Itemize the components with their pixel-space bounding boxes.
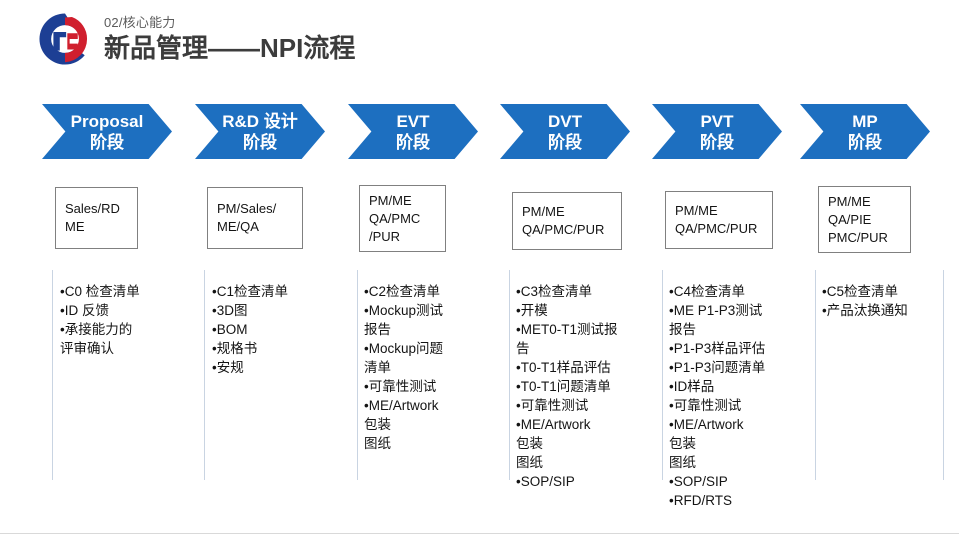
role-box-text: PM/Sales/ ME/QA <box>217 201 277 234</box>
role-box-evt: PM/ME QA/PMC /PUR <box>359 185 446 252</box>
rc-circular-logo-icon <box>36 10 94 68</box>
stage-chevron-proposal[interactable]: Proposal 阶段 <box>42 104 172 159</box>
role-box-rd: PM/Sales/ ME/QA <box>207 187 303 249</box>
chevron-label-line2: 阶段 <box>700 132 734 152</box>
deliverables-proposal: •C0 检查清单 •ID 反馈 •承接能力的 评审确认 <box>60 284 140 356</box>
chevron-label-line2: 阶段 <box>90 132 124 152</box>
role-box-proposal: Sales/RD ME <box>55 187 138 249</box>
column-divider <box>662 270 663 480</box>
stage-chevron-pvt[interactable]: PVT 阶段 <box>652 104 782 159</box>
chevron-label-line1: R&D 设计 <box>222 111 298 131</box>
chevron-label-line1: EVT <box>396 111 430 131</box>
column-divider <box>815 270 816 480</box>
column-divider <box>52 270 53 480</box>
chevron-label-line1: Proposal <box>70 111 144 131</box>
column-divider <box>204 270 205 480</box>
role-box-mp: PM/ME QA/PIE PMC/PUR <box>818 186 911 253</box>
chevron-label-line1: MP <box>852 111 878 131</box>
role-box-text: PM/ME QA/PMC/PUR <box>522 204 605 237</box>
column-divider <box>357 270 358 480</box>
role-box-text: PM/ME QA/PIE PMC/PUR <box>828 193 888 245</box>
footer-divider <box>0 533 959 534</box>
deliverables-mp: •C5检查清单 •产品汰换通知 <box>822 284 908 318</box>
deliverables-pvt: •C4检查清单 •ME P1-P3测试 报告 •P1-P3样品评估 •P1-P3… <box>669 284 766 508</box>
chevron-label-line1: PVT <box>700 111 734 131</box>
role-box-text: Sales/RD ME <box>65 201 120 234</box>
chevron-label-line2: 阶段 <box>243 132 277 152</box>
page-title: 新品管理——NPI流程 <box>104 33 356 63</box>
stage-chevron-evt[interactable]: EVT 阶段 <box>348 104 478 159</box>
column-divider <box>509 270 510 480</box>
chevron-label-line2: 阶段 <box>848 132 882 152</box>
chevron-label-line2: 阶段 <box>548 132 582 152</box>
stage-chevron-mp[interactable]: MP 阶段 <box>800 104 930 159</box>
role-box-dvt: PM/ME QA/PMC/PUR <box>512 192 622 250</box>
slide-header: 02/核心能力 新品管理——NPI流程 <box>36 10 355 68</box>
chevron-label-line2: 阶段 <box>396 132 430 152</box>
deliverables-dvt: •C3检查清单 •开模 •MET0-T1测试报 告 •T0-T1样品评估 •T0… <box>516 284 618 489</box>
header-kicker: 02/核心能力 <box>104 15 176 30</box>
stage-chevron-rd[interactable]: R&D 设计 阶段 <box>195 104 325 159</box>
role-box-pvt: PM/ME QA/PMC/PUR <box>665 191 773 249</box>
role-box-text: PM/ME QA/PMC /PUR <box>369 192 421 244</box>
chevron-label-line1: DVT <box>548 111 582 131</box>
deliverables-rd: •C1检查清单 •3D图 •BOM •规格书 •安规 <box>212 284 288 375</box>
deliverables-evt: •C2检查清单 •Mockup测试 报告 •Mockup问题 清单 •可靠性测试… <box>364 284 443 451</box>
stage-chevron-dvt[interactable]: DVT 阶段 <box>500 104 630 159</box>
column-divider <box>943 270 944 480</box>
role-box-text: PM/ME QA/PMC/PUR <box>675 203 758 236</box>
